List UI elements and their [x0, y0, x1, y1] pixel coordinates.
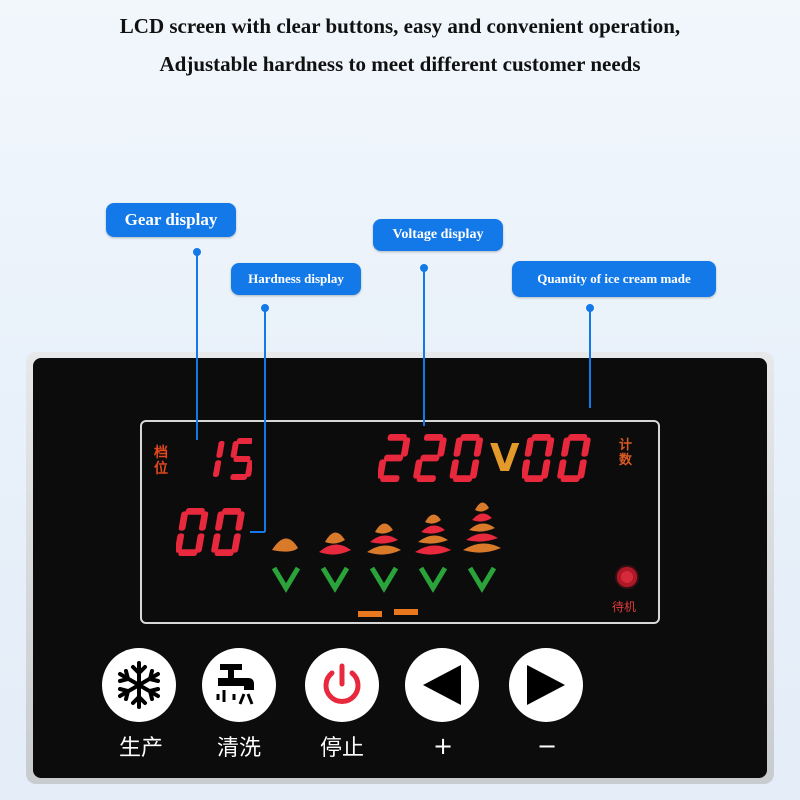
digit-segment — [178, 511, 188, 531]
decrease-label: − — [536, 732, 558, 760]
digit-segment — [581, 437, 591, 457]
clean-button[interactable] — [202, 648, 276, 722]
digit-segment — [233, 456, 251, 462]
digit-segment — [531, 434, 551, 441]
digit-segment — [460, 434, 480, 441]
headline-line-2: Adjustable hardness to meet different cu… — [159, 52, 641, 76]
digit-segment — [453, 475, 473, 483]
level-indicator-bar — [358, 611, 382, 617]
snowflake-icon — [118, 661, 160, 709]
left-triangle-icon — [423, 665, 461, 705]
standby-indicator-icon — [617, 567, 637, 587]
produce-label: 生产 — [118, 736, 163, 761]
callout-quantity-display: Quantity of ice cream made — [512, 261, 716, 297]
digit-segment — [541, 459, 551, 479]
stop-button[interactable] — [305, 648, 379, 722]
digit-segment — [423, 434, 444, 441]
headline-line-1: LCD screen with clear buttons, easy and … — [119, 14, 681, 38]
digit-segment — [522, 459, 531, 479]
callout-hardness-display: Hardness display — [231, 263, 361, 295]
digit-segment — [544, 437, 555, 457]
digit-segment — [235, 511, 245, 531]
right-triangle-icon — [527, 665, 565, 705]
digit-segment — [212, 460, 222, 478]
gear-label: 档位 — [154, 445, 168, 477]
level-indicator-bar — [394, 609, 418, 615]
digit-segment — [560, 475, 580, 483]
digit-segment — [567, 434, 588, 441]
ice-cream-level-1-icon — [271, 538, 301, 593]
seven-segment-digit — [449, 434, 484, 483]
digit-segment — [383, 454, 404, 462]
seven-segment-digit — [211, 508, 245, 557]
digit-segment — [524, 437, 534, 457]
count-value-digits — [522, 434, 591, 483]
digit-segment — [380, 475, 400, 483]
digit-segment — [561, 437, 571, 457]
digit-segment — [214, 549, 234, 557]
digit-segment — [449, 459, 459, 479]
seven-segment-digit — [378, 434, 411, 483]
lcd-screen — [140, 420, 660, 624]
digit-segment — [416, 475, 436, 483]
voltage-unit: V — [490, 436, 520, 480]
digit-segment — [195, 533, 205, 553]
digit-segment — [413, 459, 423, 479]
digit-segment — [387, 434, 407, 441]
stop-label: 停止 — [319, 736, 364, 761]
digit-segment — [437, 437, 447, 457]
digit-segment — [230, 440, 239, 458]
ice-cream-level-5-icon — [463, 502, 501, 593]
digit-segment — [185, 508, 205, 515]
digit-segment — [216, 440, 225, 458]
callout-gear-display: Gear display — [106, 203, 236, 237]
hardness-value-digits — [176, 508, 245, 557]
digit-segment — [453, 437, 463, 457]
digit-segment — [230, 474, 248, 481]
digit-segment — [420, 454, 440, 462]
callout-voltage-display: Voltage display — [373, 219, 503, 251]
seven-segment-digit — [176, 508, 209, 557]
gear-value-digits — [212, 438, 252, 481]
digit-segment — [473, 437, 484, 457]
digit-segment — [236, 438, 252, 444]
digit-segment — [557, 459, 567, 479]
increase-label: + — [432, 732, 454, 760]
seven-segment-digit — [212, 440, 225, 478]
digit-segment — [231, 533, 241, 553]
seven-segment-digit — [557, 434, 591, 483]
increase-button[interactable] — [405, 648, 479, 722]
ice-cream-level-4-icon — [415, 514, 451, 593]
count-label: 计数 — [619, 438, 633, 468]
digit-segment — [221, 508, 242, 515]
ice-cream-level-3-icon — [367, 523, 401, 593]
digit-segment — [524, 475, 544, 483]
standby-label: 待机 — [612, 600, 637, 614]
ice-cream-level-2-icon — [319, 532, 351, 593]
clean-label: 清洗 — [216, 736, 261, 761]
seven-segment-digit — [230, 438, 252, 481]
produce-button[interactable] — [102, 648, 176, 722]
digit-segment — [469, 459, 480, 479]
voltage-value-digits — [378, 434, 484, 483]
digit-segment — [400, 437, 411, 457]
digit-segment — [215, 511, 225, 531]
faucet-icon — [216, 664, 254, 705]
digit-segment — [198, 511, 209, 531]
digit-segment — [178, 549, 198, 557]
hardness-level-icons — [271, 502, 501, 617]
seven-segment-digit — [522, 434, 555, 483]
seven-segment-digit — [413, 434, 447, 483]
digit-segment — [577, 459, 587, 479]
digit-segment — [245, 460, 252, 478]
digit-segment — [176, 533, 185, 553]
decrease-button[interactable] — [509, 648, 583, 722]
power-icon — [323, 663, 361, 704]
digit-segment — [378, 459, 387, 479]
digit-segment — [211, 533, 221, 553]
